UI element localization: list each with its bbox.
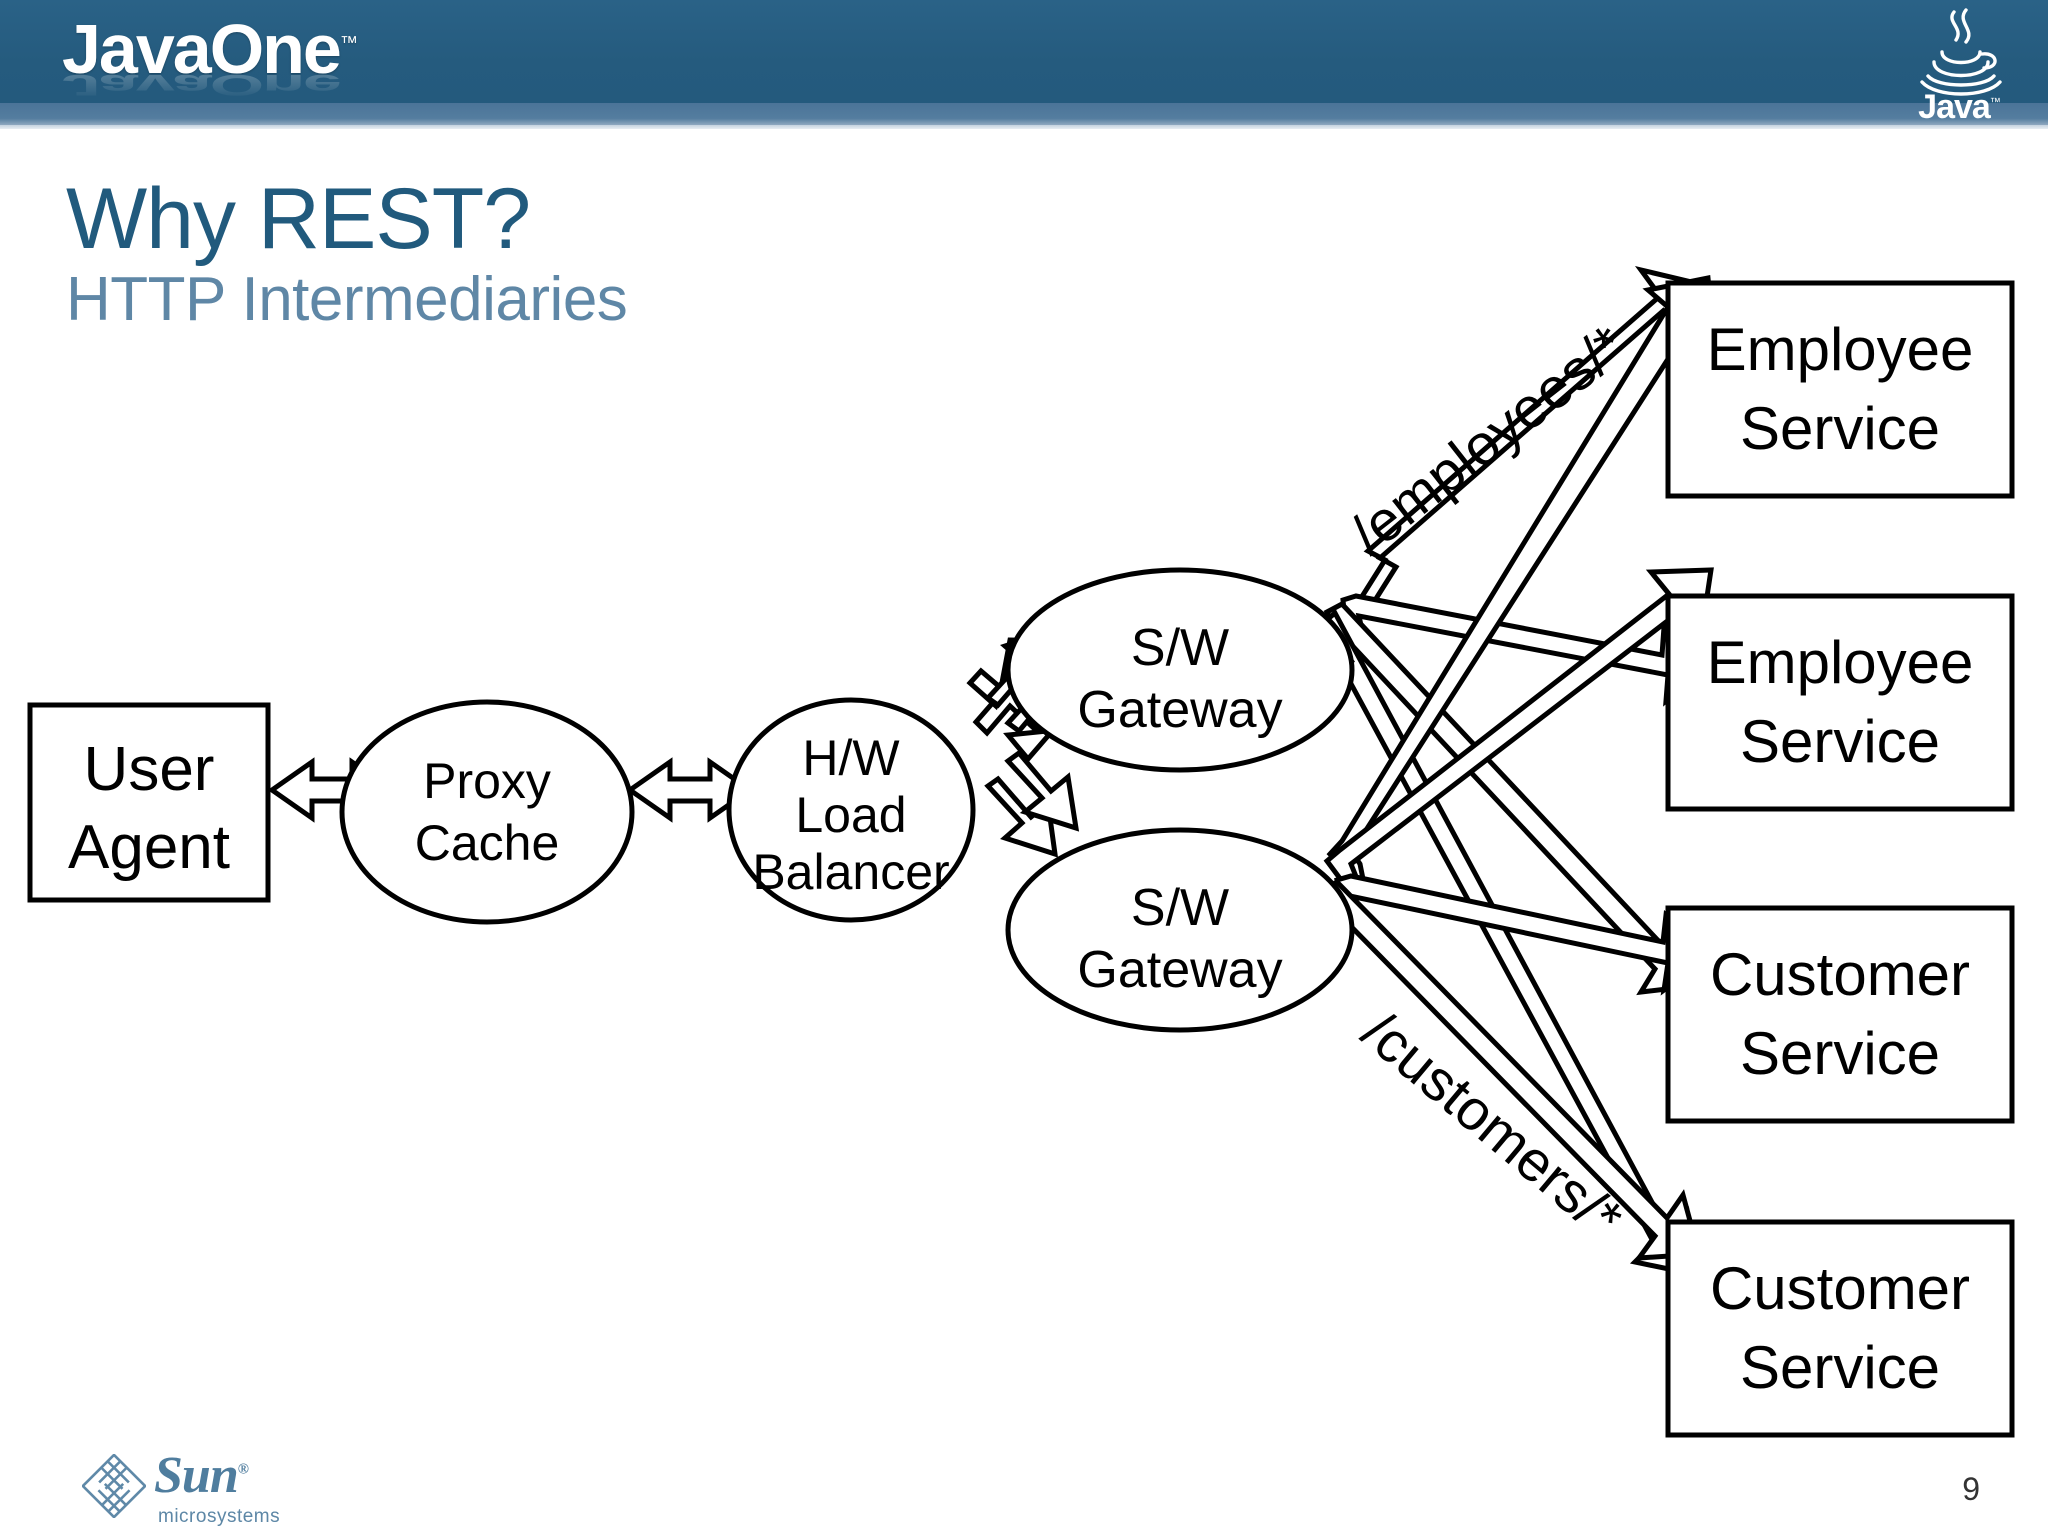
gateway-bottom-label-line2: Gateway bbox=[1077, 941, 1282, 999]
java-logo-word: Java™ bbox=[1898, 90, 2020, 124]
node-load-balancer[interactable]: H/W Load Balancer bbox=[726, 697, 976, 923]
user-agent-label-line2: Agent bbox=[68, 813, 230, 882]
page-number: 9 bbox=[1962, 1471, 1980, 1507]
java-cup-logo: Java™ bbox=[1898, 6, 2020, 126]
node-service-customer-1[interactable]: Customer Service bbox=[1665, 905, 2015, 1124]
header-underline bbox=[0, 125, 2048, 129]
service-4-label-line2: Service bbox=[1740, 1334, 1940, 1401]
sun-registered-icon: ® bbox=[237, 1461, 249, 1478]
node-service-employee-2[interactable]: Employee Service bbox=[1665, 593, 2015, 812]
page-subtitle: HTTP Intermediaries bbox=[66, 264, 628, 334]
node-proxy-cache[interactable]: Proxy Cache bbox=[339, 699, 635, 925]
page-title: Why REST? bbox=[66, 171, 531, 267]
service-2-label-line2: Service bbox=[1740, 708, 1940, 775]
service-1-label-line2: Service bbox=[1740, 395, 1940, 462]
service-1-label-line1: Employee bbox=[1707, 316, 1974, 383]
service-3-label-line2: Service bbox=[1740, 1020, 1940, 1087]
java-coffee-cup-icon bbox=[1920, 8, 2002, 96]
node-user-agent[interactable]: User Agent bbox=[27, 702, 271, 903]
java-trademark-icon: ™ bbox=[1989, 96, 2001, 109]
javaone-logo: JavaOne™ JavaOne bbox=[62, 14, 392, 126]
javaone-wordmark-label: JavaOne bbox=[62, 10, 342, 88]
sun-wordmark: Sun® bbox=[154, 1447, 249, 1504]
title-block: Why REST? HTTP Intermediaries bbox=[66, 171, 1266, 334]
gateway-top-label-line2: Gateway bbox=[1077, 681, 1282, 739]
javaone-wordmark-text: JavaOne™ bbox=[62, 14, 358, 84]
node-service-employee-1[interactable]: Employee Service bbox=[1665, 280, 2015, 499]
header-band bbox=[0, 0, 2048, 103]
service-4-label-line1: Customer bbox=[1710, 1255, 1970, 1322]
node-service-customer-2[interactable]: Customer Service bbox=[1665, 1219, 2015, 1438]
sun-diamond-icon bbox=[82, 1454, 146, 1518]
header-reflection-band bbox=[0, 103, 2048, 125]
gateway-bottom-label-line1: S/W bbox=[1131, 879, 1229, 937]
arrow-gateway-bottom-to-service-2 bbox=[1323, 567, 1714, 908]
sun-microsystems-subtext: microsystems bbox=[158, 1506, 281, 1527]
sun-wordmark-label: Sun bbox=[154, 1447, 239, 1504]
java-logo-label: Java bbox=[1918, 88, 1991, 126]
service-2-label-line1: Employee bbox=[1707, 629, 1974, 696]
service-3-label-line1: Customer bbox=[1710, 941, 1970, 1008]
proxy-cache-label-line2: Cache bbox=[415, 815, 560, 871]
gateway-top-label-line1: S/W bbox=[1131, 619, 1229, 677]
load-balancer-label-line2: Load bbox=[795, 787, 906, 843]
load-balancer-label-line3: Balancer bbox=[752, 844, 949, 900]
load-balancer-label-line1: H/W bbox=[802, 730, 900, 786]
arrow-load-balancer-to-gateway-bottom bbox=[984, 749, 1080, 858]
proxy-cache-label-line1: Proxy bbox=[423, 753, 551, 809]
node-gateway-bottom[interactable]: S/W Gateway bbox=[1005, 827, 1355, 1033]
javaone-trademark-icon: ™ bbox=[339, 32, 358, 53]
node-gateway-top[interactable]: S/W Gateway bbox=[1005, 567, 1355, 773]
sun-microsystems-logo: Sun® microsystems bbox=[82, 1448, 292, 1532]
user-agent-label-line1: User bbox=[84, 735, 215, 804]
